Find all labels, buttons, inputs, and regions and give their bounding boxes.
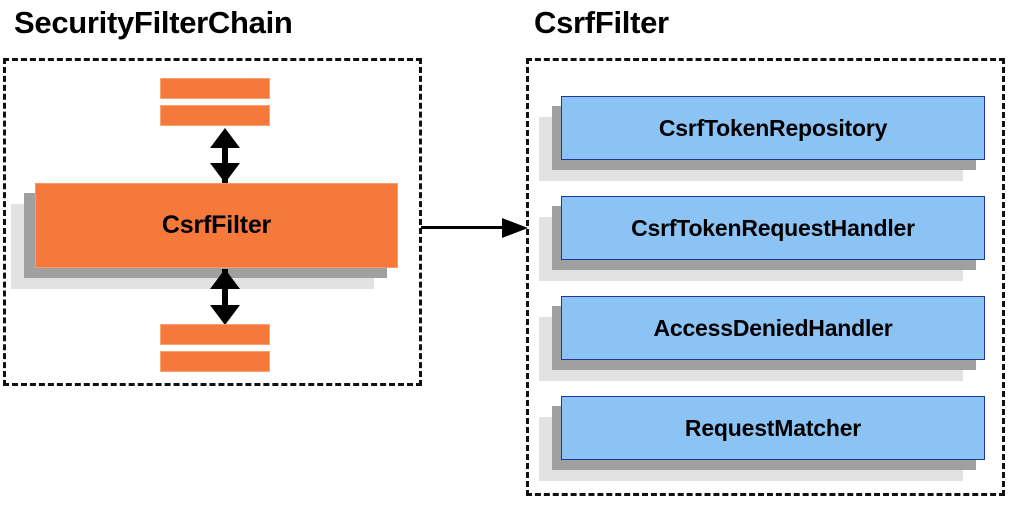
arrow-shaft (222, 142, 228, 183)
arrow-head-down-icon (210, 305, 240, 325)
csrf-filter-collaborators-container (526, 58, 1005, 496)
arrow-head-down-icon (210, 163, 240, 183)
filter-stub-below-1 (160, 324, 270, 345)
collaborator-box-request-matcher[interactable]: RequestMatcher (539, 396, 985, 481)
collaborator-box-face: CsrfTokenRepository (561, 96, 985, 160)
csrf-filter-box-face: CsrfFilter (35, 183, 398, 268)
collaborator-label: CsrfTokenRequestHandler (631, 214, 915, 241)
arrow-head-up-icon (210, 128, 240, 148)
filter-stub-below-2 (160, 351, 270, 372)
collaborator-label: AccessDeniedHandler (653, 314, 893, 341)
collaborator-box-access-denied-handler[interactable]: AccessDeniedHandler (539, 296, 985, 381)
right-panel-title: CsrfFilter (534, 5, 669, 40)
filter-stub-above-1 (160, 78, 270, 99)
collaborator-label: RequestMatcher (684, 414, 862, 441)
collaborator-box-face: RequestMatcher (561, 396, 985, 460)
upstream-filter-link-arrow (210, 128, 240, 183)
collaborator-box-face: CsrfTokenRequestHandler (561, 196, 985, 260)
csrf-filter-box[interactable]: CsrfFilter (11, 183, 398, 289)
collaborator-label: CsrfTokenRepository (658, 114, 888, 141)
arrow-head-right-icon (502, 218, 528, 238)
filter-stub-above-2 (160, 105, 270, 126)
downstream-filter-link-arrow (210, 269, 240, 325)
left-panel-title: SecurityFilterChain (14, 5, 293, 40)
collaborator-box-csrf-token-repository[interactable]: CsrfTokenRepository (539, 96, 985, 181)
arrow-shaft (421, 226, 504, 229)
csrf-filter-box-label: CsrfFilter (161, 211, 272, 239)
security-filter-chain-container (3, 58, 422, 386)
collaborator-box-csrf-token-request-handler[interactable]: CsrfTokenRequestHandler (539, 196, 985, 281)
collaborator-box-face: AccessDeniedHandler (561, 296, 985, 360)
arrow-shaft (222, 269, 228, 311)
chain-to-detail-arrow (421, 218, 528, 238)
